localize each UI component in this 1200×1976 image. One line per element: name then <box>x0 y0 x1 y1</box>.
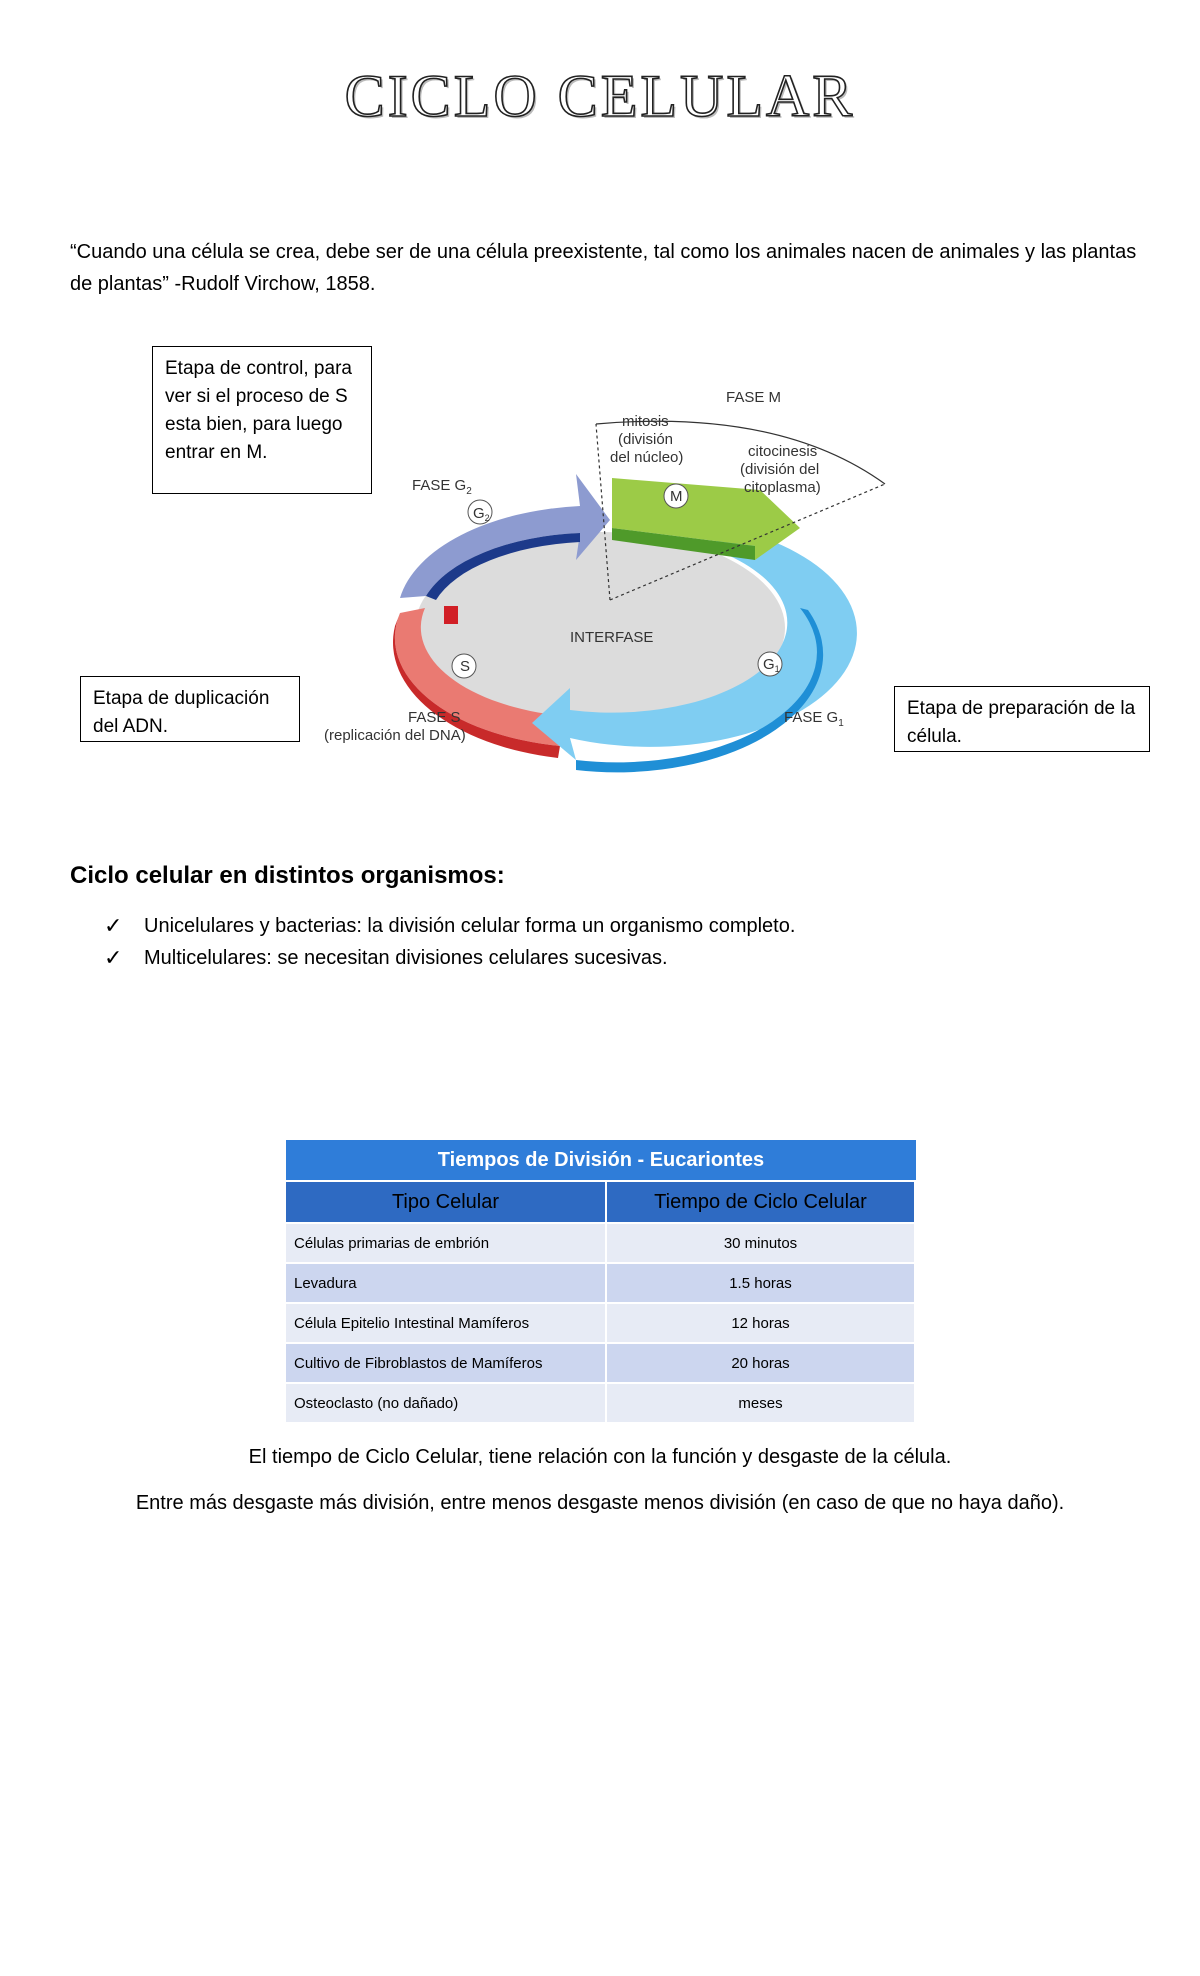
table-row: Cultivo de Fibroblastos de Mamíferos 20 … <box>286 1342 916 1382</box>
table-header-type: Tipo Celular <box>286 1180 607 1222</box>
table-cell: meses <box>607 1382 916 1422</box>
fase-g1-sub: 1 <box>838 718 844 729</box>
page-title: CICLO CELULAR <box>0 62 1200 131</box>
fase-g2-sub: 2 <box>466 486 472 497</box>
g1-badge-sub: 1 <box>775 664 780 674</box>
m-badge-label: M <box>670 488 683 505</box>
table-cell: Cultivo de Fibroblastos de Mamíferos <box>286 1342 607 1382</box>
table-header-time: Tiempo de Ciclo Celular <box>607 1180 916 1222</box>
caption-1: El tiempo de Ciclo Celular, tiene relaci… <box>0 1446 1200 1469</box>
citocinesis-line3: citoplasma) <box>744 479 821 496</box>
section-heading: Ciclo celular en distintos organismos: <box>70 862 505 890</box>
table-cell: 1.5 horas <box>607 1262 916 1302</box>
table-cell: Levadura <box>286 1262 607 1302</box>
g1-badge-label: G <box>763 656 775 673</box>
cell-cycle-diagram: G2 M S G1 FASE M mitosis (división del n… <box>300 378 900 778</box>
check-icon: ✓ <box>104 942 122 974</box>
list-item-text: Unicelulares y bacterias: la división ce… <box>144 915 795 937</box>
g2-badge-label: G <box>473 505 485 522</box>
table-row: Levadura 1.5 horas <box>286 1262 916 1302</box>
table-cell: 30 minutos <box>607 1222 916 1262</box>
table-row: Células primarias de embrión 30 minutos <box>286 1222 916 1262</box>
mitosis-line2: (división <box>618 431 673 448</box>
caption-2: Entre más desgaste más división, entre m… <box>0 1492 1200 1515</box>
division-times-table: Tiempos de División - Eucariontes Tipo C… <box>286 1140 916 1422</box>
cell-cycle-svg: G2 M S G1 FASE M mitosis (división del n… <box>300 378 900 778</box>
list-item: ✓ Multicelulares: se necesitan divisiones… <box>104 942 795 974</box>
virchow-quote: “Cuando una célula se crea, debe ser de … <box>70 236 1140 300</box>
fase-g2-label: FASE G <box>412 477 466 494</box>
check-icon: ✓ <box>104 910 122 942</box>
organism-checklist: ✓ Unicelulares y bacterias: la división c… <box>104 910 795 974</box>
table-row: Célula Epitelio Intestinal Mamíferos 12 … <box>286 1302 916 1342</box>
citocinesis-line1: citocinesis <box>748 443 817 460</box>
note-duplication: Etapa de duplicación del ADN. <box>80 676 300 742</box>
table-cell: Osteoclasto (no dañado) <box>286 1382 607 1422</box>
list-item: ✓ Unicelulares y bacterias: la división c… <box>104 910 795 942</box>
s-badge-label: S <box>460 658 470 675</box>
fase-s-sublabel: (replicación del DNA) <box>324 727 466 744</box>
g2-badge-sub: 2 <box>485 513 490 523</box>
fase-s-label: FASE S <box>408 709 461 726</box>
fase-g1-label: FASE G <box>784 709 838 726</box>
mitosis-line3: del núcleo) <box>610 449 683 466</box>
note-preparation: Etapa de preparación de la célula. <box>894 686 1150 752</box>
table-title: Tiempos de División - Eucariontes <box>286 1140 916 1180</box>
mitosis-line1: mitosis <box>622 413 669 430</box>
table-cell: 20 horas <box>607 1342 916 1382</box>
svg-text:FASE G1: FASE G1 <box>784 709 844 729</box>
list-item-text: Multicelulares: se necesitan divisiones … <box>144 947 668 969</box>
citocinesis-line2: (división del <box>740 461 819 478</box>
svg-text:FASE G2: FASE G2 <box>412 477 472 497</box>
table-cell: Célula Epitelio Intestinal Mamíferos <box>286 1302 607 1342</box>
table-cell: Células primarias de embrión <box>286 1222 607 1262</box>
s-checkpoint-marker <box>444 606 458 624</box>
fase-m-label: FASE M <box>726 389 781 406</box>
table-row: Osteoclasto (no dañado) meses <box>286 1382 916 1422</box>
table-cell: 12 horas <box>607 1302 916 1342</box>
interfase-label: INTERFASE <box>570 629 653 646</box>
